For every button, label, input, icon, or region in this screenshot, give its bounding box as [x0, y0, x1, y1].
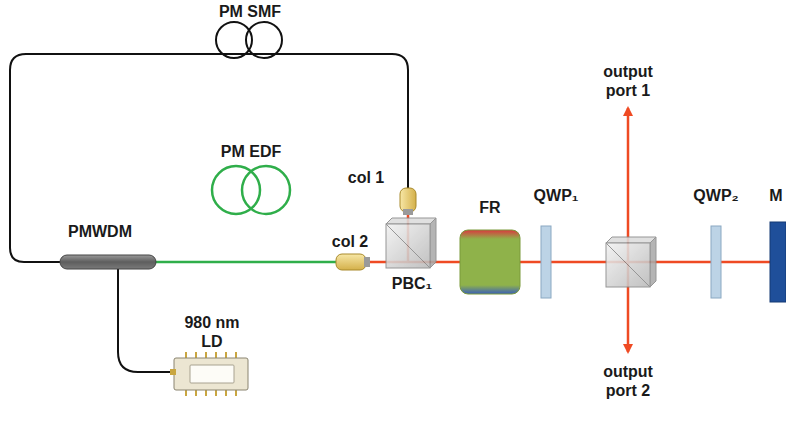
quarter-wave-plate: [541, 226, 551, 298]
smf-coil: [246, 22, 282, 58]
beam-splitter-cube: [386, 218, 436, 268]
collimator: [336, 254, 370, 270]
part-label: QWP₂: [693, 186, 738, 205]
edf-fiber: [155, 261, 336, 264]
part-label: output port 1: [592, 62, 664, 100]
part-label: M: [769, 186, 782, 205]
collimator: [400, 188, 416, 215]
edf-coil: [212, 166, 260, 214]
smf-fiber: [10, 54, 408, 262]
part-label: PMWDM: [68, 222, 132, 241]
part-label: col 2: [332, 232, 368, 251]
part-label: FR: [479, 198, 500, 217]
edf-coil: [242, 166, 290, 214]
part-label: PBC₁: [392, 274, 432, 293]
part-label: PM SMF: [219, 2, 281, 21]
laser-diode: [170, 352, 248, 396]
part-label: 980 nm LD: [179, 313, 245, 351]
mirror: [770, 222, 786, 302]
quarter-wave-plate: [711, 226, 721, 298]
part-label: col 1: [348, 168, 384, 187]
part-label: PM EDF: [221, 142, 281, 161]
wdm-coupler: [60, 255, 156, 269]
pump-fiber: [118, 268, 174, 372]
part-label: QWP₁: [534, 186, 579, 205]
part-label: output port 2: [592, 362, 664, 400]
faraday-rotator: [460, 230, 520, 294]
beam-splitter-cube: [606, 237, 656, 287]
